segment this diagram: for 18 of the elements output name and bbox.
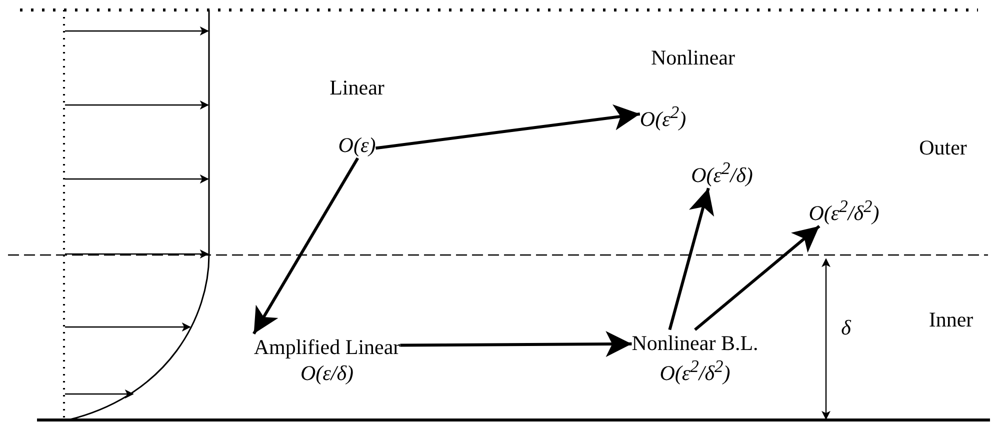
- arrow: [376, 104, 640, 150]
- order-expression: O(ε$^{2}$/δ$^{2}$): [658, 356, 732, 386]
- order-expression: O(ε$^{2}$): [640, 102, 686, 132]
- order-expression: O(ε$^{2}$/δ): [691, 158, 753, 188]
- region-label: Inner: [928, 308, 974, 332]
- order-expression: O(ε): [338, 132, 376, 158]
- region-label: Outer: [919, 136, 967, 160]
- order-expression: O(ε/δ): [299, 360, 355, 386]
- dimension-label: δ: [841, 316, 851, 340]
- arrow: [400, 331, 632, 358]
- region-label: Nonlinear: [651, 46, 735, 70]
- regime-label: Amplified Linear: [254, 334, 400, 360]
- arrow: [252, 157, 360, 335]
- arrow: [668, 188, 714, 330]
- region-label: Linear: [330, 76, 384, 100]
- arrow: [694, 224, 820, 331]
- order-expression: O(ε$^{2}$/δ$^{2}$): [808, 196, 880, 226]
- regime-label: Nonlinear B.L.: [632, 330, 758, 356]
